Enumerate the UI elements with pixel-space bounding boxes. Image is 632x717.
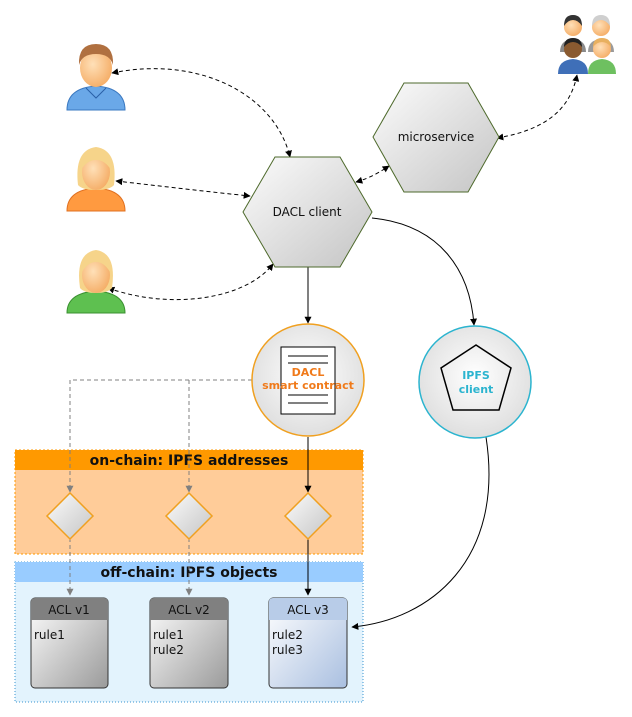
connector-dacl-microservice — [355, 165, 390, 184]
acl-v3-rule1: rule2 — [272, 628, 303, 642]
acl-v1-header — [31, 598, 108, 620]
contract-document-icon — [280, 346, 336, 415]
ipfs-label-line1: IPFS — [462, 369, 490, 382]
off-chain-band-header — [15, 562, 363, 582]
user-group-icon — [558, 15, 616, 74]
acl-v1-box: ACL v1 rule1 — [30, 597, 109, 689]
acl-v3-rule2: rule3 — [272, 643, 303, 657]
microservice-label: microservice — [398, 130, 475, 144]
user-female-icon — [66, 147, 126, 212]
ipfs-client-circle — [418, 325, 532, 439]
contract-label-line1: DACL — [292, 366, 325, 379]
address-diamond-2 — [164, 491, 214, 541]
address-diamond-1 — [45, 491, 95, 541]
connector-contract-diamond2 — [185, 379, 252, 493]
acl-v2-title: ACL v2 — [168, 603, 210, 617]
connector-user1-dacl — [111, 68, 292, 158]
acl-v3-title: ACL v3 — [287, 603, 329, 617]
smart-contract-node: DACL smart contract — [251, 323, 365, 437]
contract-label-line2: smart contract — [262, 379, 354, 392]
acl-v1-rule1: rule1 — [34, 628, 65, 642]
acl-v2-header — [150, 598, 228, 620]
ipfs-client-node: IPFS client — [418, 325, 532, 439]
acl-v2-box: ACL v2 rule1 rule2 — [149, 597, 229, 689]
connector-user2-dacl — [115, 178, 251, 199]
acl-v3-header — [269, 598, 347, 620]
connectors — [66, 68, 580, 630]
dacl-client-hexagon — [242, 156, 373, 268]
pentagon-icon — [440, 344, 512, 411]
user-male-icon — [66, 44, 126, 111]
connector-contract-diamond1 — [66, 379, 252, 493]
microservice-hexagon — [372, 82, 500, 193]
address-diamond-3 — [283, 491, 333, 541]
connector-user3-dacl — [107, 263, 274, 301]
acl-v1-title: ACL v1 — [48, 603, 90, 617]
acl-v2-rule1: rule1 — [153, 628, 184, 642]
microservice-node: microservice — [372, 82, 500, 193]
dacl-client-label: DACL client — [273, 205, 342, 219]
ipfs-label-line2: client — [459, 383, 494, 396]
user-female-icon-2 — [66, 250, 126, 314]
acl-v3-box: ACL v3 rule2 rule3 — [268, 597, 348, 689]
acl-v2-rule2: rule2 — [153, 643, 184, 657]
dacl-client-node: DACL client — [242, 156, 373, 268]
connector-ipfs-acl3 — [351, 436, 490, 630]
connector-microservice-group — [496, 74, 580, 141]
connector-dacl-ipfs — [371, 217, 478, 326]
address-diamonds — [45, 491, 333, 541]
